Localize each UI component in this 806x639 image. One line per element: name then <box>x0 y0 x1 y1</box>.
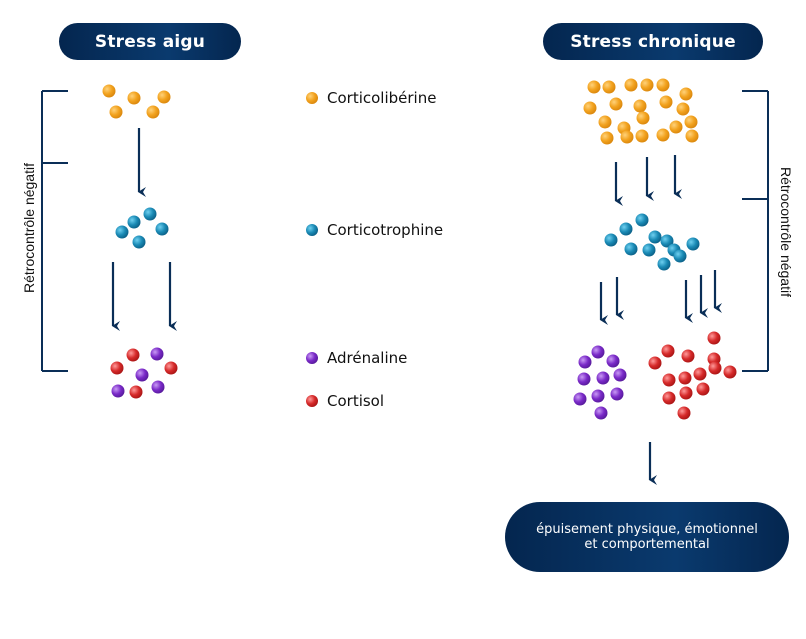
red-molecule <box>679 386 693 400</box>
outcome-box: épuisement physique, émotionnel et compo… <box>505 502 789 572</box>
orange-molecule-icon <box>306 92 318 104</box>
legend-adrenaline: Adrénaline <box>306 349 407 367</box>
orange-molecule <box>684 115 698 129</box>
teal-molecule-icon <box>306 224 318 236</box>
orange-molecule <box>685 129 699 143</box>
legend-corticotrophine: Corticotrophine <box>306 221 443 239</box>
red-molecule <box>661 344 675 358</box>
orange-molecule <box>102 84 116 98</box>
orange-molecule <box>587 80 601 94</box>
purple-molecule <box>135 368 149 382</box>
red-molecule <box>677 406 691 420</box>
orange-molecule <box>146 105 160 119</box>
teal-molecule <box>115 225 129 239</box>
red-molecule <box>110 361 124 375</box>
orange-molecule <box>656 128 670 142</box>
orange-molecule <box>640 78 654 92</box>
outcome-line-1: épuisement physique, émotionnel <box>536 522 758 537</box>
orange-molecule <box>624 78 638 92</box>
legend-corticoliberine: Corticolibérine <box>306 89 436 107</box>
orange-molecule <box>109 105 123 119</box>
orange-molecule <box>127 91 141 105</box>
purple-molecule <box>610 387 624 401</box>
purple-molecule <box>606 354 620 368</box>
teal-molecule <box>619 222 633 236</box>
acute-stress-title: Stress aigu <box>59 23 241 60</box>
purple-molecule <box>613 368 627 382</box>
teal-molecule <box>660 234 674 248</box>
teal-molecule <box>604 233 618 247</box>
orange-molecule <box>633 99 647 113</box>
red-molecule <box>693 367 707 381</box>
purple-molecule <box>150 347 164 361</box>
orange-molecule <box>598 115 612 129</box>
teal-molecule <box>127 215 141 229</box>
purple-molecule <box>573 392 587 406</box>
orange-molecule <box>635 129 649 143</box>
red-molecule-icon <box>306 395 318 407</box>
red-molecule <box>126 348 140 362</box>
legend-label: Cortisol <box>327 392 385 410</box>
teal-molecule <box>624 242 638 256</box>
purple-molecule <box>591 345 605 359</box>
orange-molecule <box>600 131 614 145</box>
red-molecule <box>681 349 695 363</box>
purple-molecule-icon <box>306 352 318 364</box>
red-molecule <box>129 385 143 399</box>
red-molecule <box>662 373 676 387</box>
chronic-stress-title: Stress chronique <box>543 23 763 60</box>
legend-label: Adrénaline <box>327 349 408 367</box>
orange-molecule <box>669 120 683 134</box>
teal-molecule <box>657 257 671 271</box>
orange-molecule <box>656 78 670 92</box>
red-molecule <box>164 361 178 375</box>
teal-molecule <box>648 230 662 244</box>
orange-molecule <box>609 97 623 111</box>
red-molecule <box>707 331 721 345</box>
legend-label: Corticotrophine <box>327 221 444 239</box>
red-molecule <box>678 371 692 385</box>
purple-molecule <box>594 406 608 420</box>
legend-cortisol: Cortisol <box>306 392 384 410</box>
purple-molecule <box>578 355 592 369</box>
red-molecule <box>648 356 662 370</box>
teal-molecule <box>155 222 169 236</box>
orange-molecule <box>679 87 693 101</box>
red-molecule <box>708 361 722 375</box>
teal-molecule <box>673 249 687 263</box>
orange-molecule <box>659 95 673 109</box>
teal-molecule <box>686 237 700 251</box>
purple-molecule <box>151 380 165 394</box>
outcome-line-2: et comportemental <box>584 537 710 552</box>
teal-molecule <box>642 243 656 257</box>
teal-molecule <box>635 213 649 227</box>
purple-molecule <box>111 384 125 398</box>
teal-molecule <box>132 235 146 249</box>
teal-molecule <box>143 207 157 221</box>
orange-molecule <box>636 111 650 125</box>
orange-molecule <box>157 90 171 104</box>
orange-molecule <box>583 101 597 115</box>
orange-molecule <box>676 102 690 116</box>
orange-molecule <box>602 80 616 94</box>
purple-molecule <box>596 371 610 385</box>
orange-molecule <box>620 130 634 144</box>
red-molecule <box>696 382 710 396</box>
red-molecule <box>662 391 676 405</box>
purple-molecule <box>577 372 591 386</box>
legend-label: Corticolibérine <box>327 89 437 107</box>
red-molecule <box>723 365 737 379</box>
purple-molecule <box>591 389 605 403</box>
